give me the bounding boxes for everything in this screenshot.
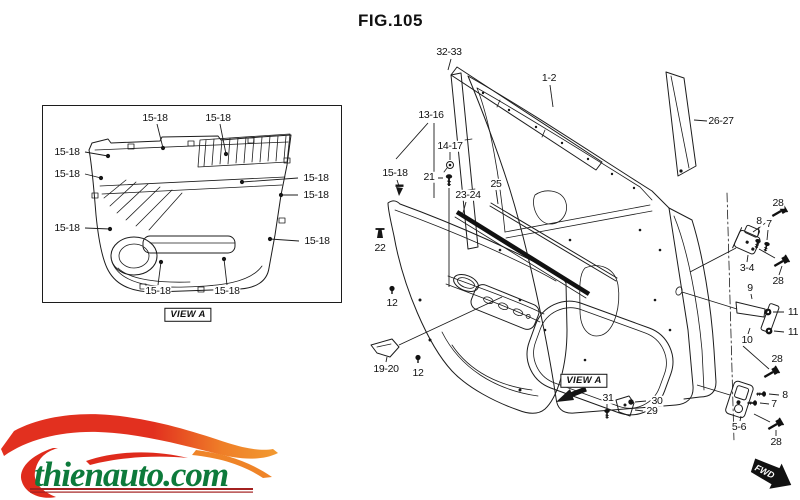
- door-check-strap: [735, 301, 780, 333]
- door-outer-panel: [668, 207, 717, 400]
- hinge-axis-line: [726, 192, 735, 442]
- watermark-text: thienauto.com: [34, 455, 228, 494]
- view-a-arrow-icon: [556, 386, 587, 402]
- window-switch-bezel: [470, 284, 540, 330]
- grommet-14-17: [443, 161, 454, 173]
- door-seal-loop: [526, 300, 674, 416]
- pin-22: [375, 228, 385, 238]
- inset-view-a-badge: VIEW A: [164, 307, 212, 323]
- applique-strip: [665, 71, 697, 177]
- fasteners: [370, 161, 791, 434]
- car-swoosh-icon: [1, 414, 278, 459]
- door-shell: [467, 75, 694, 414]
- bracket-19-20: [370, 338, 400, 358]
- upper-hinge: [732, 224, 761, 255]
- car-swoosh-front-icon: [20, 448, 58, 498]
- inset-trim-panel-drawing: [88, 133, 292, 293]
- lower-hinge: [725, 380, 754, 419]
- bolt-28d: [765, 416, 785, 434]
- bolt-28c: [761, 364, 781, 382]
- watermark-underline-2: [30, 491, 253, 493]
- trim-panel: [387, 200, 568, 414]
- watermark-underline: [30, 488, 253, 490]
- outer-belt-weatherstrip: [489, 202, 618, 282]
- car-swoosh-tail-icon: [192, 450, 272, 478]
- inner-belt-weatherstrip: [454, 210, 591, 299]
- figure-title: FIG.105: [358, 11, 423, 30]
- fwd-arrow-icon: [750, 458, 792, 489]
- screw-31: [603, 408, 611, 420]
- screw-7a: [761, 240, 771, 253]
- fwd-badge: FWD: [750, 458, 792, 489]
- clip-12b: [414, 354, 422, 364]
- clip-12a: [388, 285, 396, 295]
- exploded-leader-lines: [385, 58, 785, 436]
- bolt-28a: [769, 203, 789, 221]
- screw-21: [445, 174, 453, 186]
- screw-8b: [755, 390, 767, 398]
- inset-frame: [42, 105, 342, 303]
- bracket-29: [615, 395, 635, 417]
- inset-view-a-panel: [42, 105, 342, 303]
- watermark-logo: thienauto.com: [1, 414, 278, 498]
- exploded-view-a-badge: VIEW A: [560, 373, 608, 389]
- rivet-15-18: [395, 184, 404, 196]
- exploded-door-drawing: FWD: [370, 58, 792, 489]
- inset-leader-lines: [84, 123, 300, 286]
- bolt-28b: [771, 253, 791, 271]
- car-swoosh-mid-icon: [86, 452, 188, 465]
